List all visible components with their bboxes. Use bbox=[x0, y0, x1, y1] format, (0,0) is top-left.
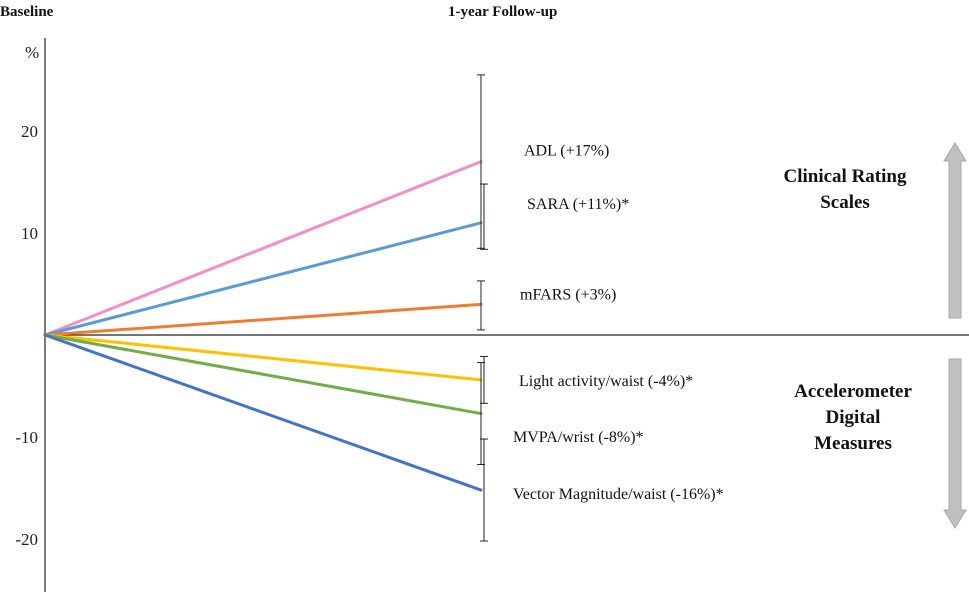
series-line bbox=[43, 221, 483, 337]
series-line bbox=[43, 160, 483, 337]
y-unit-label: % bbox=[25, 43, 39, 62]
y-tick-label: -20 bbox=[15, 530, 38, 549]
series-line bbox=[43, 333, 483, 416]
group-label: Clinical Rating bbox=[784, 166, 907, 187]
followup-header: 1-year Follow-up bbox=[448, 4, 557, 20]
group-label: Scales bbox=[820, 192, 870, 213]
series-label: SARA (+11%)* bbox=[527, 196, 629, 213]
error-bars bbox=[477, 74, 488, 542]
down-arrow bbox=[943, 358, 967, 529]
y-tick-label: 20 bbox=[21, 122, 38, 141]
series-line bbox=[43, 302, 483, 337]
y-tick-label: 10 bbox=[21, 224, 38, 243]
series-label: Light activity/waist (-4%)* bbox=[519, 373, 693, 390]
series-label: MVPA/wrist (-8%)* bbox=[513, 429, 644, 446]
series-lines bbox=[43, 160, 483, 492]
series-line bbox=[43, 333, 483, 492]
series-line bbox=[43, 333, 483, 382]
up-arrow bbox=[943, 142, 967, 319]
group-label: Accelerometer bbox=[794, 381, 912, 402]
series-label: ADL (+17%) bbox=[524, 143, 609, 160]
baseline-header: Baseline bbox=[0, 4, 54, 20]
group-label: Measures bbox=[814, 433, 892, 454]
y-tick-label: -10 bbox=[15, 428, 38, 447]
axes bbox=[44, 38, 969, 592]
y-ticks: 20 10 -10 -20 bbox=[15, 122, 38, 549]
group-label: Digital bbox=[826, 407, 881, 428]
series-labels: ADL (+17%) SARA (+11%)* mFARS (+3%) Light a… bbox=[513, 143, 724, 504]
group-annotations: Clinical RatingScalesAccelerometerDigita… bbox=[784, 142, 967, 529]
series-label: mFARS (+3%) bbox=[520, 286, 616, 303]
series-label: Vector Magnitude/waist (-16%)* bbox=[513, 486, 724, 503]
